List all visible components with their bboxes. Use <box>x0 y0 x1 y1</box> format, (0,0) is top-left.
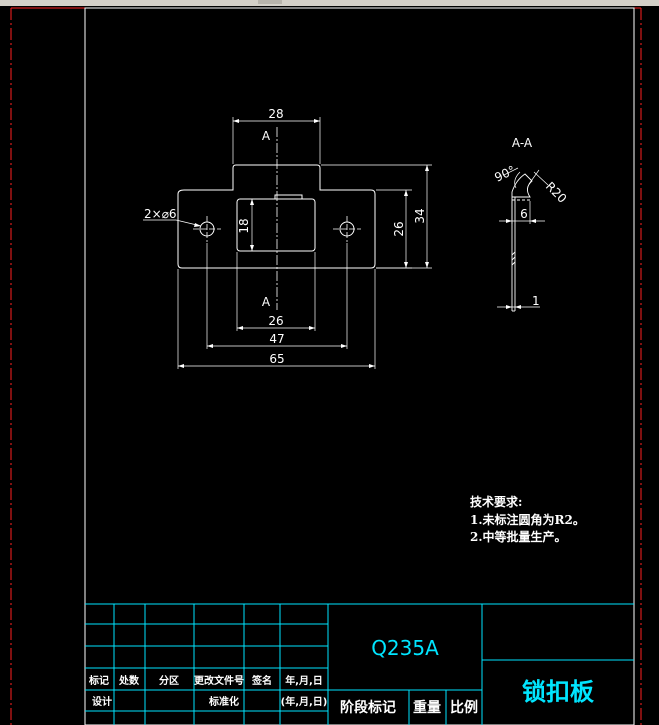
tb-header-sign: 签名 <box>251 674 272 687</box>
notes-line-2: 2.中等批量生产。 <box>470 529 567 544</box>
tb-header-date: 年,月,日 <box>285 674 323 687</box>
tb-weight-label: 重量 <box>413 699 441 716</box>
tb-header-mark: 标记 <box>88 674 109 687</box>
sheet-border <box>84 7 635 725</box>
section-view-arrows <box>506 219 536 309</box>
center-window <box>236 198 316 252</box>
section-view <box>497 167 549 312</box>
tb-header-zone: 分区 <box>159 674 179 687</box>
window-top-strip <box>0 0 659 6</box>
section-marker-top: A <box>262 129 271 143</box>
dim-26h-label: 26 <box>268 314 283 328</box>
dim-18-label: 18 <box>237 218 251 233</box>
hole-callout-label: 2×⌀6 <box>144 207 177 221</box>
main-view <box>143 117 432 369</box>
tb-header-count: 处数 <box>118 674 140 687</box>
radius-label: R20 <box>543 179 570 206</box>
window-step <box>274 194 303 199</box>
title-block <box>85 603 634 725</box>
part-name-label: 锁扣板 <box>522 678 595 706</box>
tb-stage-label: 阶段标记 <box>340 699 396 716</box>
dim-34-label: 34 <box>413 208 427 223</box>
section-view-title: A-A <box>512 136 533 150</box>
tb-scale-label: 比例 <box>450 699 478 716</box>
dim-6-label: 6 <box>520 207 528 221</box>
main-view-arrows <box>178 119 429 368</box>
dim-28-label: 28 <box>268 107 283 121</box>
tb-standard-label: 标准化 <box>208 695 239 708</box>
tb-header-change-doc: 更改文件号 <box>194 674 244 687</box>
angle-label: 90° <box>492 163 517 185</box>
notes-heading: 技术要求: <box>470 494 522 509</box>
tb-design-label: 设计 <box>92 695 112 708</box>
notes-line-1: 1.未标注圆角为R2。 <box>470 512 585 527</box>
tb-date-label: (年,月,日) <box>281 695 328 708</box>
dim-47-label: 47 <box>269 332 284 346</box>
dim-65-label: 65 <box>269 352 284 366</box>
dim-1-label: 1 <box>532 294 540 308</box>
plate-outline <box>177 164 376 269</box>
material-label: Q235A <box>371 636 439 660</box>
scroll-nub <box>258 0 282 4</box>
dim-26v-label: 26 <box>392 221 406 236</box>
section-marker-bottom: A <box>262 295 271 309</box>
